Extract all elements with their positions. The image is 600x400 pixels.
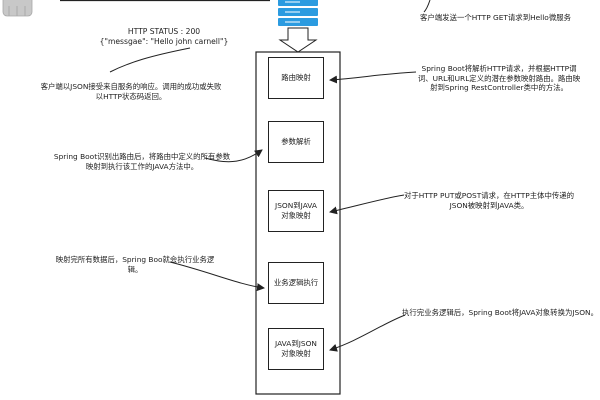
step-label-2: 对象映射 [281, 211, 311, 220]
note-request: 客户端发送一个HTTP GET请求到Hello微服务 [420, 13, 571, 22]
arrow-routing [329, 71, 417, 84]
arrow-to-client-response [109, 47, 191, 73]
step-label: 业务逻辑执行 [273, 278, 319, 287]
status-response: HTTP STATUS : 200 {"messgae": "Hello joh… [84, 27, 244, 47]
arrow-params [204, 149, 263, 163]
step-params-box: 参数解析 [268, 121, 324, 163]
note-client-receive: 客户端以JSON接受来自服务的响应。调用的成功或失败以HTTP状态码返回。 [40, 82, 222, 101]
arrow-request-note [423, 0, 431, 13]
step-label: 路由映射 [281, 73, 311, 82]
step-label: 参数解析 [281, 137, 311, 146]
down-flow-arrow [278, 27, 318, 53]
step-business-box: 业务逻辑执行 [268, 262, 324, 304]
step-label-2: 对象映射 [281, 349, 311, 358]
note-business: 映射完所有数据后，Spring Boo就会执行业务逻辑。 [55, 255, 215, 274]
server-stack-icon [278, 0, 318, 26]
note-routing: Spring Boot将解析HTTP请求，并根据HTTP谓词、URL和URL定义… [417, 64, 581, 93]
pipeline-container [255, 51, 341, 395]
arrow-business [169, 261, 265, 292]
step-routing-box: 路由映射 [268, 57, 324, 99]
status-line: HTTP STATUS : 200 [127, 27, 201, 36]
note-json-to-java: 对于HTTP PUT或POST请求，在HTTP主体中传递的JSON被映射到JAV… [403, 191, 575, 210]
step-label: JSON到JAVA [275, 201, 317, 210]
arrow-json-to-java [329, 194, 405, 215]
note-java-to-json: 执行完业务逻辑后，Spring Boot将JAVA对象转换为JSON。 [402, 308, 598, 317]
step-label: JAVA到JSON [275, 339, 317, 348]
note-params: Spring Boot识别出路由后，将路由中定义的所有参数映射到执行该工作的JA… [53, 152, 231, 171]
client-computer-icon [2, 0, 33, 17]
arrow-java-to-json [329, 314, 406, 352]
status-body: {"messgae": "Hello john carnell"} [99, 37, 229, 46]
